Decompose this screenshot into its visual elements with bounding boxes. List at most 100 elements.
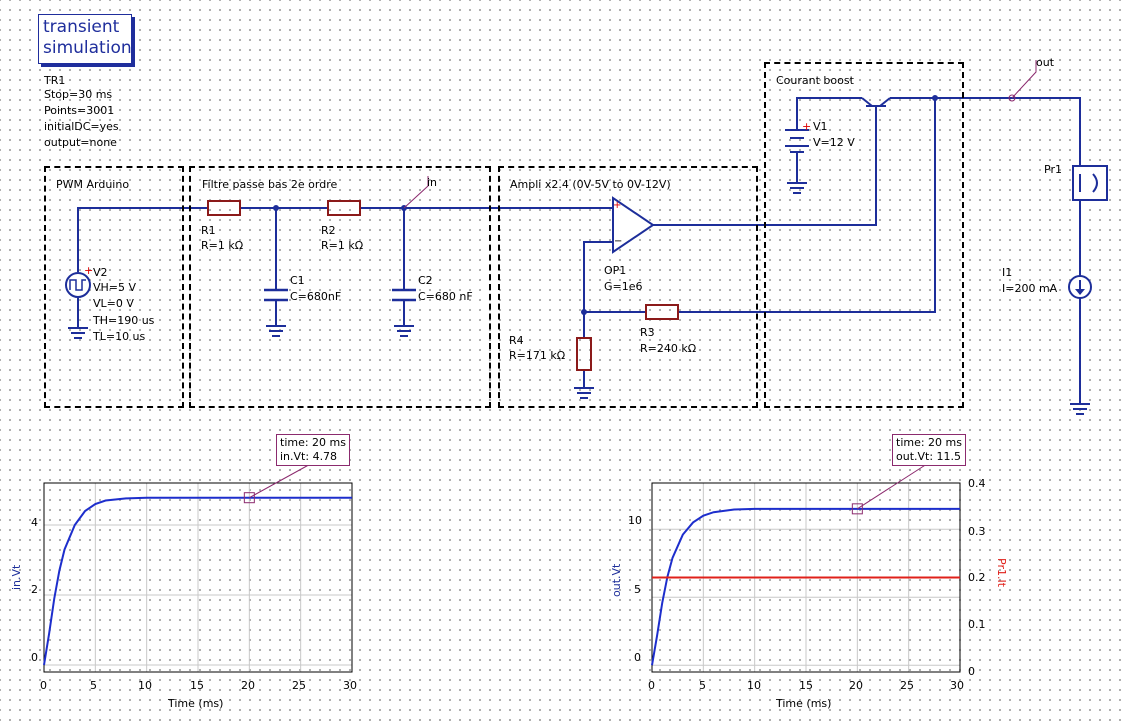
marker-leader bbox=[249, 461, 315, 499]
v1-name: V1 bbox=[813, 120, 828, 133]
r2-resistor[interactable] bbox=[327, 200, 361, 216]
series-line-in-Vt bbox=[43, 496, 352, 666]
current-source-icon[interactable] bbox=[1068, 275, 1092, 299]
chart1-ytick: 0 bbox=[31, 651, 38, 664]
plus-sign: + bbox=[84, 264, 94, 277]
chart2-y2tick: 0.3 bbox=[968, 525, 986, 538]
block-lowpass-filter[interactable] bbox=[189, 166, 491, 408]
chart2-ytick: 0 bbox=[634, 651, 641, 664]
ground-icon bbox=[394, 325, 414, 337]
wire-out[interactable] bbox=[890, 97, 1081, 170]
block-pwm-title: PWM Arduino bbox=[56, 178, 130, 191]
v2-name: V2 bbox=[93, 266, 108, 279]
chart2-xtick: 0 bbox=[648, 679, 655, 692]
chart1-xtick: 15 bbox=[190, 679, 204, 692]
r1-resistor[interactable] bbox=[207, 200, 241, 216]
tr-initialdc: initialDC=yes bbox=[44, 120, 119, 133]
chart2-xtick: 25 bbox=[900, 679, 914, 692]
block-boost-title: Courant boost bbox=[776, 74, 854, 87]
tr-name: TR1 bbox=[44, 74, 66, 87]
v2-vh: VH=5 V bbox=[93, 281, 137, 294]
tr-stop: Stop=30 ms bbox=[44, 88, 113, 101]
r4-value: R=171 kΩ bbox=[509, 349, 566, 362]
chart2-y2tick: 0.1 bbox=[968, 618, 986, 631]
in-marker-tooltip[interactable]: time: 20 ms in.Vt: 4.78 bbox=[276, 434, 350, 466]
chart2-y2tick: 0.4 bbox=[968, 477, 986, 490]
chart1-ytick: 2 bbox=[31, 583, 38, 596]
plot-frame bbox=[43, 482, 353, 673]
chart2-xtick: 20 bbox=[849, 679, 863, 692]
chart1-xlabel: Time (ms) bbox=[168, 697, 224, 710]
marker-leader bbox=[857, 461, 931, 510]
r1-value: R=1 kΩ bbox=[201, 239, 244, 252]
transistor-icon[interactable] bbox=[861, 97, 891, 107]
ground-icon bbox=[1070, 403, 1090, 415]
op1-name: OP1 bbox=[604, 264, 627, 277]
chart2-ytick: 10 bbox=[628, 514, 642, 527]
series-line-out-Vt bbox=[651, 507, 960, 666]
tr-output: output=none bbox=[44, 136, 117, 149]
chart2-y2tick: 0 bbox=[968, 665, 975, 678]
opamp-plus: + bbox=[613, 200, 622, 211]
chart2-xtick: 10 bbox=[747, 679, 761, 692]
r2-value: R=1 kΩ bbox=[321, 239, 364, 252]
c2-value: C=680 nF bbox=[418, 290, 473, 303]
transient-simulation-button[interactable]: transient simulation bbox=[38, 14, 132, 64]
current-probe-icon[interactable] bbox=[1072, 165, 1108, 201]
r3-value: R=240 kΩ bbox=[640, 342, 697, 355]
out-node-marker bbox=[1008, 94, 1016, 102]
i1-value: I=200 mA bbox=[1002, 282, 1058, 295]
block-pwm-arduino[interactable] bbox=[44, 166, 184, 408]
wire-v1[interactable] bbox=[796, 97, 862, 130]
chart2-ytick: 5 bbox=[634, 583, 641, 596]
marker-box bbox=[243, 492, 255, 504]
opamp-minus: − bbox=[614, 236, 623, 247]
chart1-ylabel: in.Vt bbox=[10, 564, 23, 590]
chart2-xlabel: Time (ms) bbox=[776, 697, 832, 710]
chart2-xtick: 15 bbox=[799, 679, 813, 692]
pulse-source-icon[interactable] bbox=[65, 272, 91, 298]
in-label-leader bbox=[403, 176, 429, 209]
r2-name: R2 bbox=[321, 224, 336, 237]
r3-name: R3 bbox=[640, 326, 655, 339]
r4-resistor[interactable] bbox=[576, 337, 592, 371]
wire-r3-right[interactable] bbox=[677, 98, 936, 313]
chart1-xtick: 30 bbox=[343, 679, 357, 692]
block-amplifier[interactable] bbox=[498, 166, 758, 408]
in-node-label[interactable]: in bbox=[427, 176, 438, 189]
ground-icon bbox=[266, 325, 286, 337]
junction-dot bbox=[273, 205, 279, 211]
out-marker-tooltip[interactable]: time: 20 ms out.Vt: 11.5 bbox=[892, 434, 966, 466]
pr1-name: Pr1 bbox=[1044, 163, 1062, 176]
ground-icon bbox=[787, 182, 807, 194]
r4-name: R4 bbox=[509, 334, 524, 347]
c2-name: C2 bbox=[418, 274, 433, 287]
block-filter-title: Filtre passe bas 2e ordre bbox=[202, 178, 338, 191]
out-label-leader bbox=[1011, 60, 1037, 99]
chart2-xtick: 30 bbox=[950, 679, 964, 692]
block-ampli-title: Ampli x2.4 (0V-5V to 0V-12V) bbox=[510, 178, 671, 191]
block-current-boost[interactable] bbox=[764, 62, 964, 408]
wire-opamp-out[interactable] bbox=[653, 106, 877, 226]
dc-source-icon[interactable] bbox=[785, 129, 809, 153]
chart2-xtick: 5 bbox=[699, 679, 706, 692]
chart2-y2label: Pr1.It bbox=[995, 558, 1008, 588]
c1-value: C=680nF bbox=[290, 290, 342, 303]
wire-pwm-out[interactable] bbox=[77, 207, 209, 272]
chart1-xtick: 25 bbox=[292, 679, 306, 692]
wire-opamp-minus[interactable] bbox=[583, 241, 613, 338]
v2-tl: TL=10 us bbox=[93, 330, 146, 343]
junction-dot bbox=[932, 95, 938, 101]
ground-icon bbox=[574, 387, 594, 399]
opamp-icon[interactable] bbox=[612, 196, 655, 254]
v2-th: TH=190 us bbox=[93, 314, 155, 327]
chart1-xtick: 20 bbox=[241, 679, 255, 692]
out-node-label[interactable]: out bbox=[1036, 56, 1055, 69]
plus-sign: + bbox=[802, 120, 812, 133]
r3-resistor[interactable] bbox=[645, 304, 679, 320]
chart1-xtick: 10 bbox=[138, 679, 152, 692]
ground-icon bbox=[68, 327, 88, 339]
c1-name: C1 bbox=[290, 274, 305, 287]
chart1-xtick: 5 bbox=[90, 679, 97, 692]
